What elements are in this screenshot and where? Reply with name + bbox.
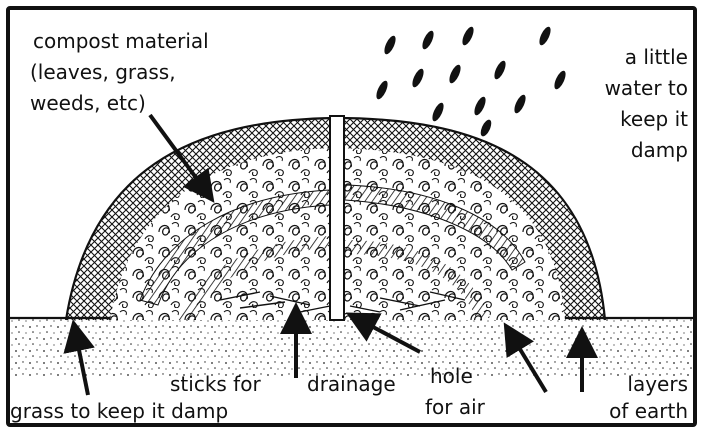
compost-label-3: weeds, etc)	[30, 91, 146, 115]
water-drop-icon	[374, 79, 390, 101]
earth-ground	[10, 318, 693, 378]
water-drop-icon	[552, 69, 568, 91]
water-drop-icon	[537, 25, 553, 47]
air-hole-pole	[330, 116, 344, 320]
water-drop-icon	[460, 25, 476, 47]
earth-label-2: of earth	[609, 399, 688, 423]
water-drop-icon	[430, 101, 446, 123]
water-drop-icon	[420, 29, 436, 51]
water-drop-icon	[512, 93, 528, 115]
hole-label-1: hole	[430, 364, 473, 388]
water-label-2: water to	[605, 76, 688, 100]
earth-label-1: layers	[627, 372, 688, 396]
water-drop-icon	[382, 34, 398, 56]
water-drop-icon	[447, 63, 463, 85]
water-label-1: a little	[625, 45, 688, 69]
sticks-label: sticks for	[170, 372, 261, 396]
hole-label-2: for air	[425, 395, 486, 419]
water-drop-icon	[410, 67, 426, 89]
grass-label: grass to keep it damp	[10, 399, 228, 423]
drainage-label: drainage	[307, 372, 396, 396]
water-label-3: keep it	[620, 107, 688, 131]
compost-label-1: compost material	[33, 29, 209, 53]
compost-label-2: (leaves, grass,	[30, 60, 176, 84]
water-drop-icon	[492, 59, 508, 81]
water-drop-icon	[479, 118, 494, 138]
water-drop-icon	[472, 95, 488, 117]
water-label-4: damp	[631, 138, 688, 162]
